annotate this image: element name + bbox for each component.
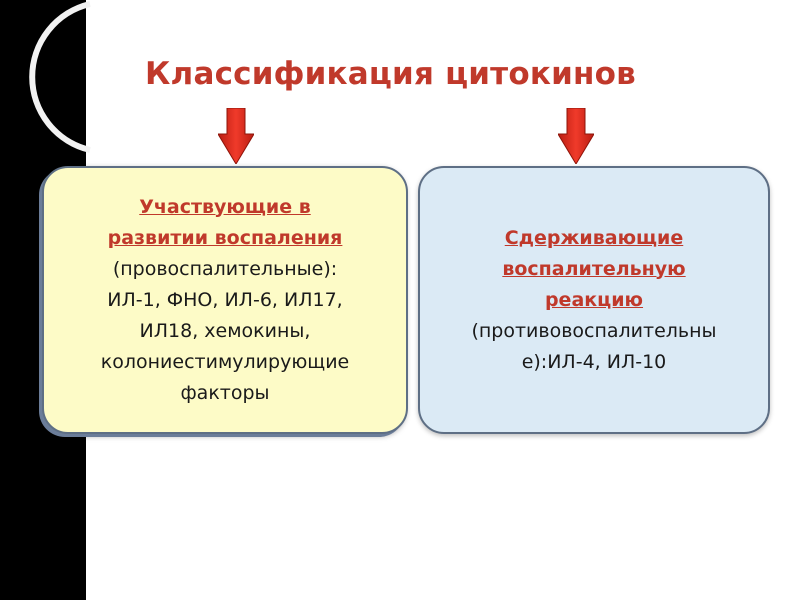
proinflammatory-body-line1: (провоспалительные): — [112, 257, 338, 280]
proinflammatory-card: Участвующие в развитии воспаления (прово… — [42, 166, 408, 434]
proinflammatory-heading-line2: развитии воспаления — [107, 226, 343, 249]
antiinflammatory-card: Сдерживающие воспалительную реакцию (про… — [418, 166, 770, 434]
decorative-arc — [29, 1, 91, 153]
proinflammatory-body-line4: колониестимулирующие — [100, 350, 350, 373]
proinflammatory-body-line5: факторы — [180, 381, 270, 404]
proinflammatory-text: Участвующие в развитии воспаления (прово… — [101, 192, 350, 409]
down-arrow-icon — [218, 108, 254, 164]
proinflammatory-body-line3: ИЛ18, хемокины, — [139, 319, 311, 342]
antiinflammatory-text: Сдерживающие воспалительную реакцию (про… — [471, 223, 716, 378]
slide-title: Классификация цитокинов — [145, 56, 636, 92]
antiinflammatory-heading-line1: Сдерживающие — [504, 226, 684, 249]
antiinflammatory-body-line2: е):ИЛ-4, ИЛ-10 — [521, 350, 667, 373]
antiinflammatory-heading-line2: воспалительную — [502, 257, 686, 280]
antiinflammatory-heading-line3: реакцию — [544, 288, 644, 311]
down-arrow-icon — [558, 108, 594, 164]
proinflammatory-body-line2: ИЛ-1, ФНО, ИЛ-6, ИЛ17, — [107, 288, 343, 311]
proinflammatory-heading-line1: Участвующие в — [139, 195, 311, 218]
antiinflammatory-body-line1: (противовоспалительны — [471, 319, 717, 342]
